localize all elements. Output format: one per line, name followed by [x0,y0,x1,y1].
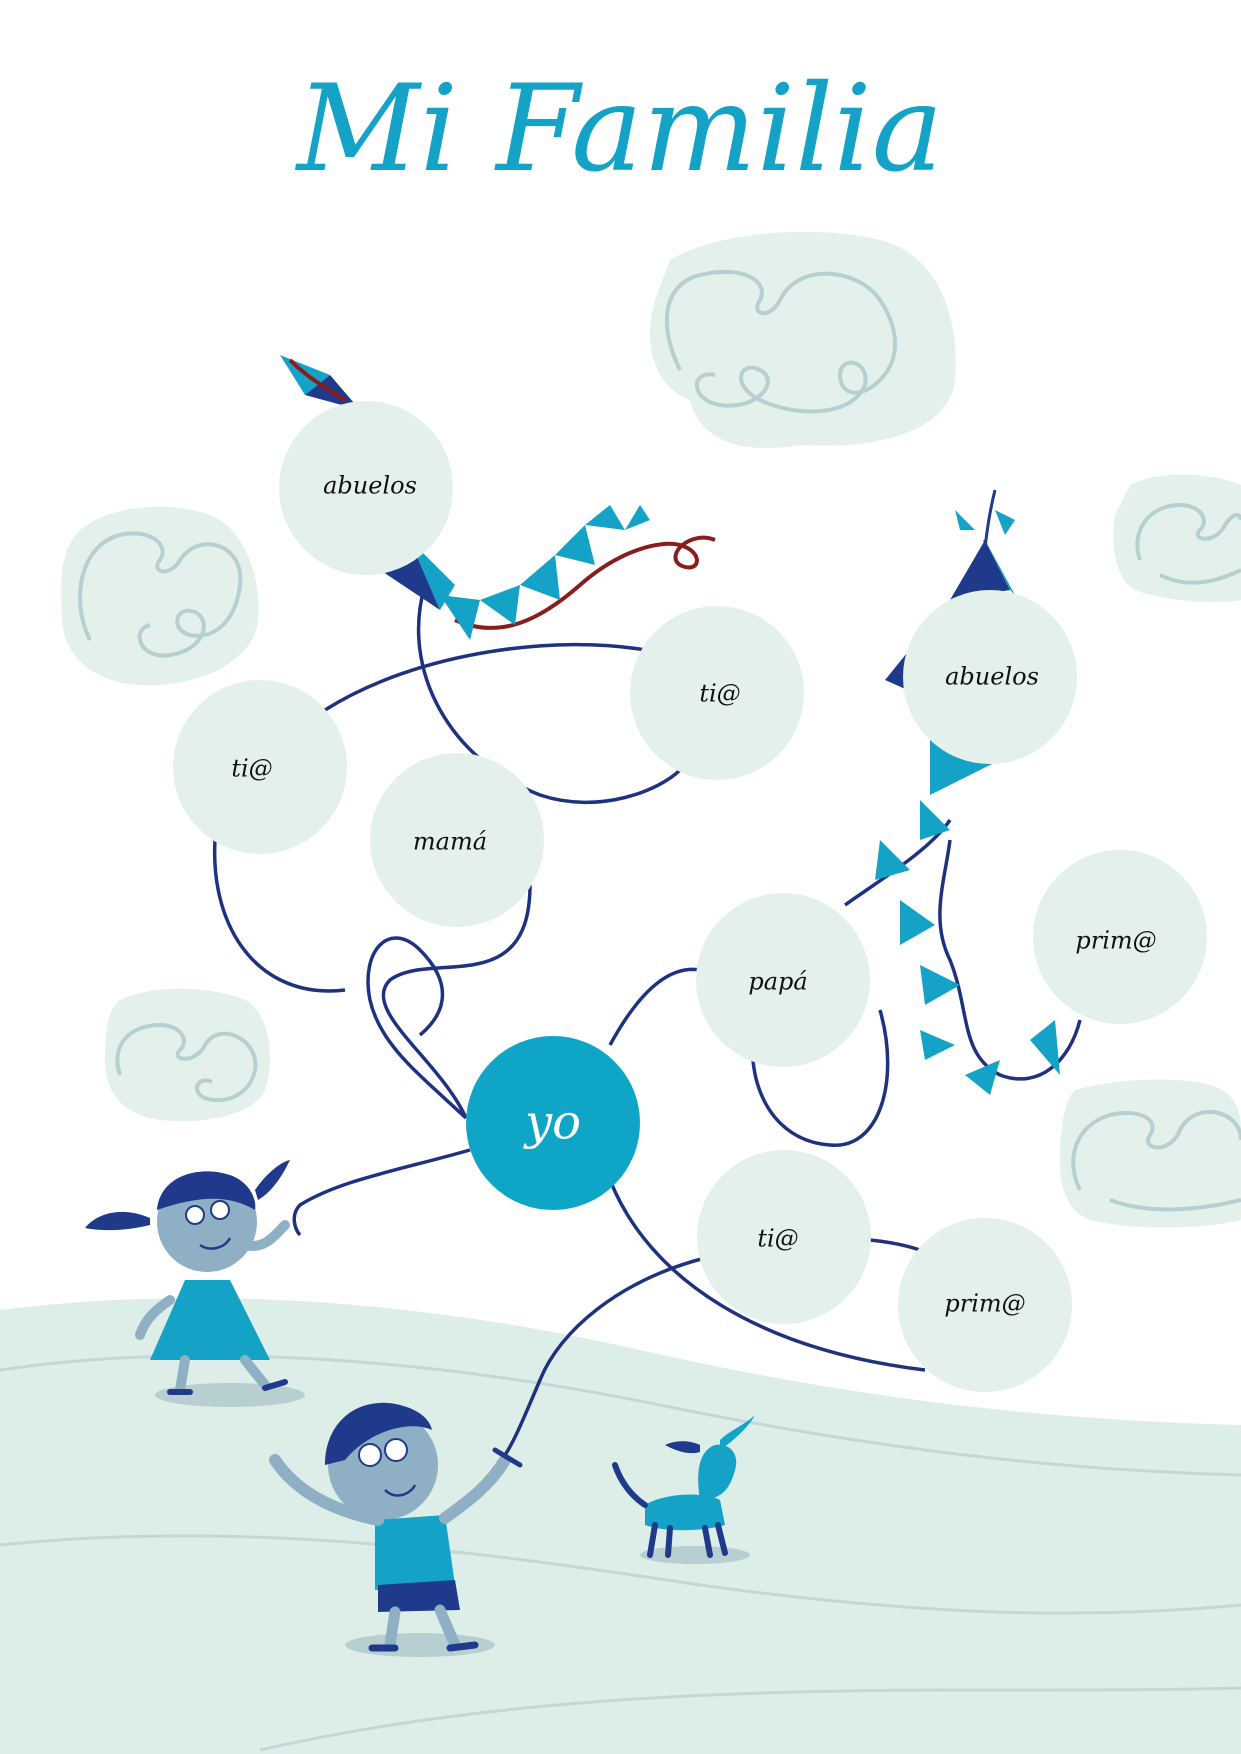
kite-right [875,489,1060,1095]
cloud-far-right [1113,474,1241,602]
page-title: Mi Familia [295,60,944,199]
node-papa: papá [696,893,870,1067]
node-label: abuelos [945,663,1039,691]
node-abuelos-right: abuelos [903,590,1077,764]
node-label: ti@ [699,680,740,708]
center-label: yo [523,1095,581,1151]
dog-illustration [612,1415,755,1564]
cloud-top-right [649,231,956,448]
node-label: abuelos [323,472,417,500]
girl-illustration [85,1160,305,1407]
node-label: prim@ [944,1290,1025,1318]
node-label: prim@ [1075,927,1156,955]
cloud-lower-right [1059,1079,1241,1228]
node-label: ti@ [231,755,272,783]
node-tia-lower: ti@ [697,1150,871,1324]
node-label: mamá [413,828,487,856]
boy-illustration [269,1402,523,1657]
cloud-lower-left [105,988,270,1122]
node-abuelos-left: abuelos [279,401,453,575]
node-prima-lower: prim@ [898,1218,1072,1392]
hills [0,1298,1241,1754]
node-mama: mamá [370,753,544,927]
node-tia-upper: ti@ [630,606,804,780]
node-label: papá [748,968,807,996]
node-prima-right: prim@ [1033,850,1207,1024]
node-yo: yo [466,1036,640,1210]
cloud-left [61,506,259,686]
node-tia-left: ti@ [173,680,347,854]
node-label: ti@ [757,1225,798,1253]
